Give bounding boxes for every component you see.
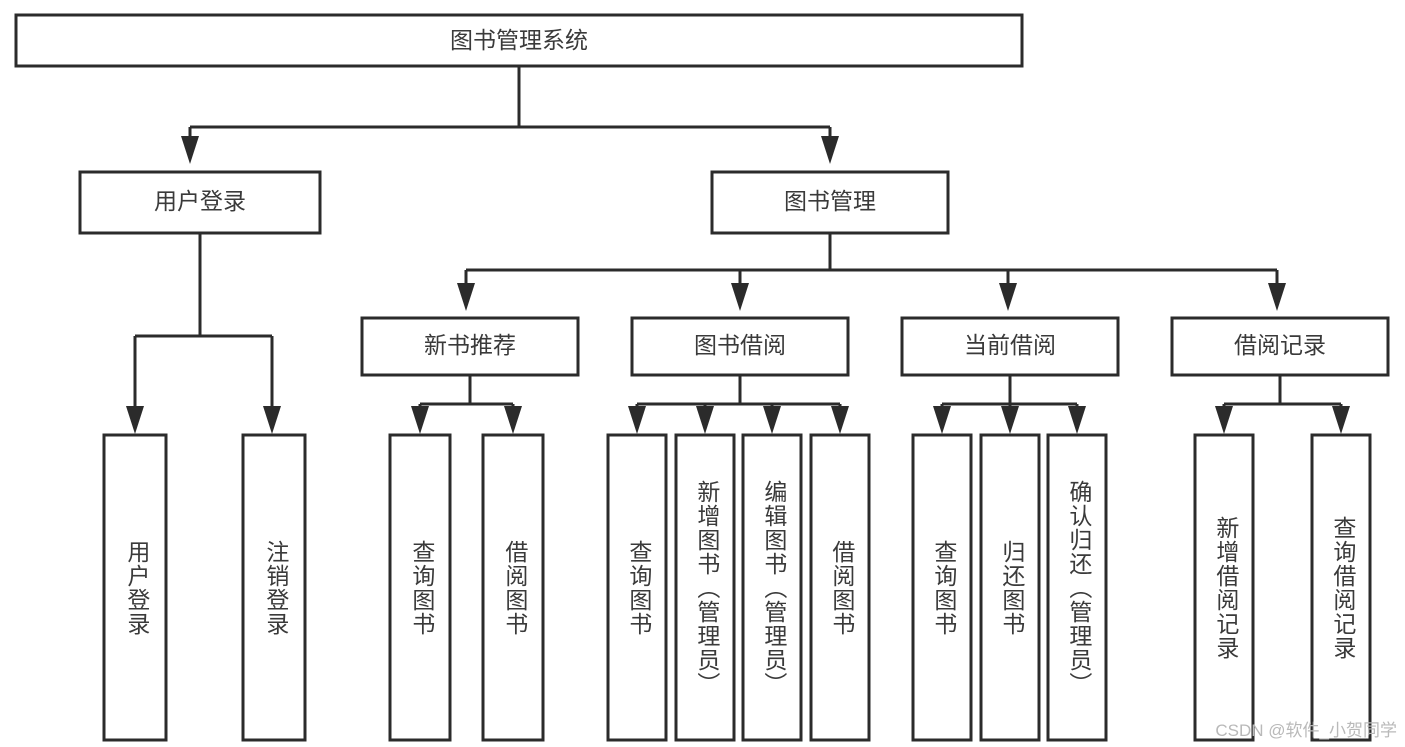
arrow-to-leaf-query-book-1 bbox=[411, 406, 429, 434]
node-leaf-borrow-book-2-label: 借阅图书 bbox=[829, 540, 856, 636]
node-user-login[interactable]: 用户登录 bbox=[78, 170, 322, 235]
node-leaf-query-book-3[interactable]: 查询图书 bbox=[911, 433, 973, 742]
node-borrow-record-label: 借阅记录 bbox=[1234, 332, 1326, 358]
connector-user-login-to-leaves bbox=[126, 233, 281, 434]
arrow-to-leaf-add-book bbox=[696, 406, 714, 434]
node-book-borrow-label: 图书借阅 bbox=[694, 332, 786, 358]
node-leaf-borrow-book-1[interactable]: 借阅图书 bbox=[481, 433, 545, 742]
arrow-to-new-book-recommend bbox=[457, 283, 475, 311]
arrow-to-leaf-query-book-3 bbox=[933, 406, 951, 434]
node-new-book-recommend-label: 新书推荐 bbox=[424, 332, 516, 358]
node-leaf-return-book-label: 归还图书 bbox=[999, 540, 1026, 636]
node-root[interactable]: 图书管理系统 bbox=[14, 13, 1024, 68]
node-borrow-record[interactable]: 借阅记录 bbox=[1170, 316, 1390, 377]
arrow-to-borrow-record bbox=[1268, 283, 1286, 311]
node-current-borrow[interactable]: 当前借阅 bbox=[900, 316, 1120, 377]
node-leaf-return-book[interactable]: 归还图书 bbox=[979, 433, 1041, 742]
node-leaf-query-book-2[interactable]: 查询图书 bbox=[606, 433, 668, 742]
node-leaf-borrow-book-2[interactable]: 借阅图书 bbox=[809, 433, 871, 742]
connector-current-borrow-to-leaves bbox=[933, 375, 1086, 434]
connector-book-borrow-to-leaves bbox=[628, 375, 849, 434]
arrow-to-leaf-user-login bbox=[126, 406, 144, 434]
connector-root-to-level2 bbox=[181, 67, 839, 164]
arrow-to-leaf-query-record bbox=[1332, 406, 1350, 434]
arrow-to-current-borrow bbox=[999, 283, 1017, 311]
arrow-to-user-login bbox=[181, 136, 199, 164]
arrow-to-leaf-logout bbox=[263, 406, 281, 434]
node-leaf-edit-book-label: 编辑图书（管理员） bbox=[761, 480, 788, 696]
connector-book-manage-to-level3 bbox=[457, 233, 1286, 311]
node-leaf-query-book-1-label: 查询图书 bbox=[409, 540, 436, 636]
node-leaf-borrow-book-1-label: 借阅图书 bbox=[502, 540, 529, 636]
node-leaf-add-book[interactable]: 新增图书（管理员） bbox=[674, 433, 736, 742]
node-current-borrow-label: 当前借阅 bbox=[964, 332, 1056, 358]
node-book-manage-label: 图书管理 bbox=[784, 188, 876, 214]
node-root-label: 图书管理系统 bbox=[450, 27, 588, 53]
node-leaf-edit-book[interactable]: 编辑图书（管理员） bbox=[741, 433, 803, 742]
node-leaf-user-login[interactable]: 用户登录 bbox=[102, 433, 168, 742]
node-leaf-query-book-2-label: 查询图书 bbox=[626, 540, 653, 636]
node-leaf-query-book-1[interactable]: 查询图书 bbox=[388, 433, 452, 742]
node-leaf-confirm-return[interactable]: 确认归还（管理员） bbox=[1046, 433, 1108, 742]
node-leaf-add-book-label: 新增图书（管理员） bbox=[694, 480, 721, 696]
connector-borrow-record-to-leaves bbox=[1215, 375, 1350, 434]
node-leaf-logout[interactable]: 注销登录 bbox=[241, 433, 307, 742]
node-leaf-add-record[interactable]: 新增借阅记录 bbox=[1193, 433, 1255, 742]
node-book-borrow[interactable]: 图书借阅 bbox=[630, 316, 850, 377]
arrow-to-leaf-query-book-2 bbox=[628, 406, 646, 434]
arrow-to-leaf-borrow-book-1 bbox=[504, 406, 522, 434]
arrow-to-leaf-add-record bbox=[1215, 406, 1233, 434]
arrow-to-book-manage bbox=[821, 136, 839, 164]
node-new-book-recommend[interactable]: 新书推荐 bbox=[360, 316, 580, 377]
node-leaf-user-login-label: 用户登录 bbox=[124, 540, 151, 636]
node-leaf-query-record[interactable]: 查询借阅记录 bbox=[1310, 433, 1372, 742]
node-leaf-add-record-label: 新增借阅记录 bbox=[1213, 516, 1240, 660]
node-leaf-query-book-3-label: 查询图书 bbox=[931, 540, 958, 636]
connector-new-book-recommend-to-leaves bbox=[411, 375, 522, 434]
node-leaf-logout-label: 注销登录 bbox=[263, 540, 290, 636]
node-book-manage[interactable]: 图书管理 bbox=[710, 170, 950, 235]
node-leaf-query-record-label: 查询借阅记录 bbox=[1330, 516, 1357, 660]
node-user-login-label: 用户登录 bbox=[154, 188, 246, 214]
arrow-to-leaf-edit-book bbox=[763, 406, 781, 434]
arrow-to-leaf-borrow-book-2 bbox=[831, 406, 849, 434]
arrow-to-book-borrow bbox=[731, 283, 749, 311]
node-leaf-confirm-return-label: 确认归还（管理员） bbox=[1066, 480, 1093, 696]
arrow-to-leaf-return-book bbox=[1001, 406, 1019, 434]
arrow-to-leaf-confirm-return bbox=[1068, 406, 1086, 434]
